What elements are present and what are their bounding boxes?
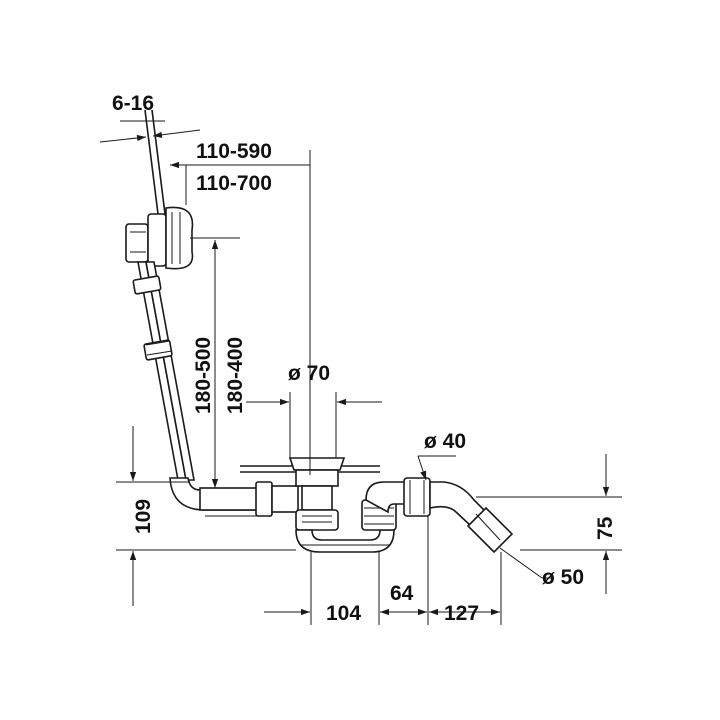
dim-outlet-diameter: ø 50 — [542, 566, 584, 589]
connecting-pipe — [199, 481, 299, 517]
dim-height-right: 75 — [594, 516, 617, 540]
dim-length-c: 127 — [444, 602, 479, 625]
dim-drain-diameter: ø 70 — [288, 362, 330, 385]
dim-length-b: 64 — [390, 582, 414, 605]
overflow-assembly — [125, 109, 194, 270]
dim-length-a: 104 — [326, 602, 361, 625]
dim-height-left: 109 — [132, 499, 155, 534]
dim-vertical-range-a: 180-500 — [192, 337, 215, 414]
outlet-elbow — [365, 477, 514, 554]
dimension-lines — [99, 120, 622, 625]
dim-overflow-offset: 6-16 — [112, 92, 154, 115]
dim-horizontal-range-a: 110-590 — [196, 140, 272, 163]
drain-and-trap — [240, 457, 397, 553]
dim-pipe-diameter: ø 40 — [424, 430, 466, 453]
dim-vertical-range-b: 180-400 — [224, 337, 247, 414]
overflow-pipe — [132, 261, 266, 511]
dim-horizontal-range-b: 110-700 — [196, 172, 272, 195]
